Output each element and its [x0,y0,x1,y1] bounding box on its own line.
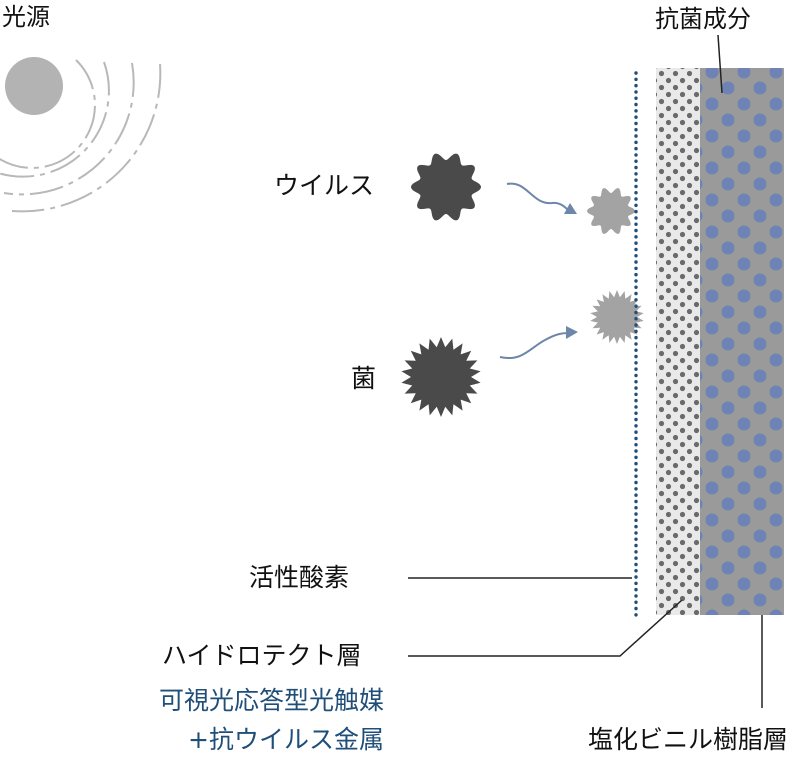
bacteria-icon [401,337,481,417]
light-source-circle [5,57,63,115]
light-source-icon [0,57,162,213]
virus-icon [411,153,481,221]
light-source-label: 光源 [2,3,50,31]
bacteria-arrow [499,332,569,360]
light-wave-4 [11,63,162,213]
photocatalyst-label-line2: +抗ウイルス金属 [188,725,384,754]
pvc-layer-label: 塩化ビニル樹脂層 [587,725,788,754]
hydrotect-layer [656,68,700,615]
hydrotect-layer-label: ハイドロテクト層 [162,641,362,670]
bacteria-label: 菌 [351,364,377,393]
virus-label: ウイルス [274,171,375,200]
light-wave-2 [0,61,110,178]
pvc-layer [700,68,784,615]
inactivated-bacteria-icon [590,290,644,344]
hydrotect-leader [408,599,683,657]
photocatalyst-label-line1: 可視光応答型光触媒 [158,686,384,715]
antibacterial-leader [717,34,723,94]
active-oxygen-label: 活性酸素 [249,563,350,592]
virus-arrow [506,182,569,211]
antibacterial-component-label: 抗菌成分 [655,5,751,33]
virus-arrow-head [564,203,577,214]
inactivated-virus-icon [587,188,635,234]
bacteria-arrow-head [566,326,578,339]
light-wave-3 [3,62,135,196]
light-wave-1 [0,59,96,169]
